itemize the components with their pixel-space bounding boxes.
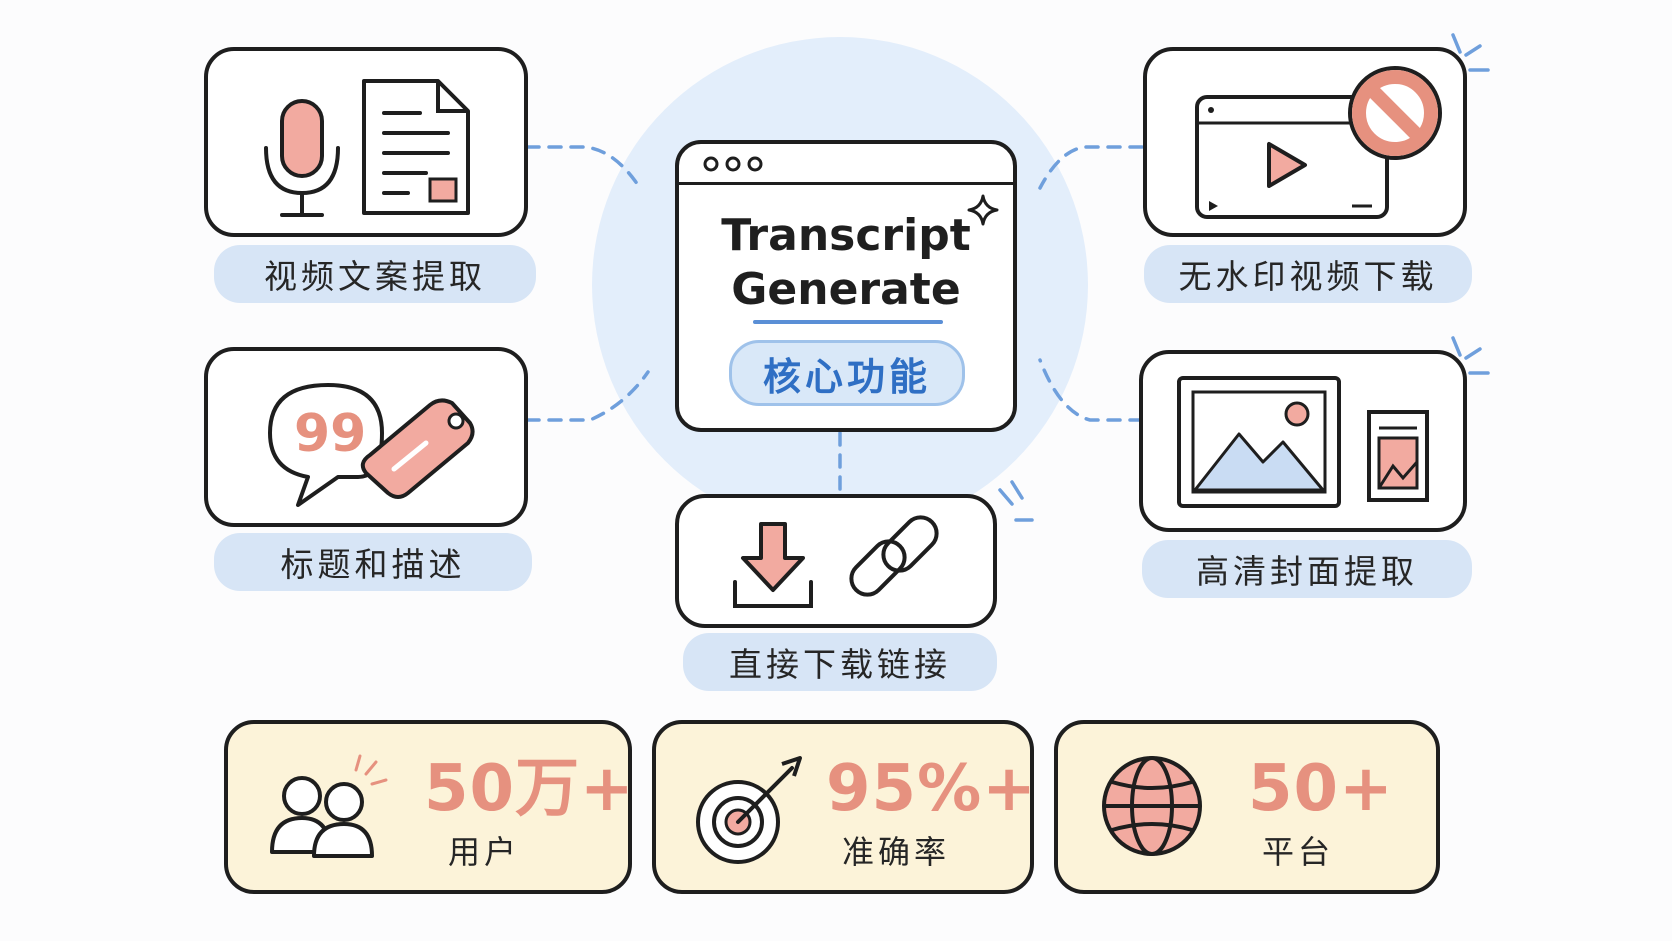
stat-card-platforms: 50+ 平台 bbox=[1054, 720, 1440, 894]
users-icon bbox=[270, 754, 388, 858]
connector-cover bbox=[1038, 358, 1144, 422]
window-title-bar-divider bbox=[679, 182, 1013, 185]
stat-label-accuracy: 准确率 bbox=[841, 833, 950, 871]
center-title-line1: Transcript bbox=[721, 210, 971, 261]
target-icon bbox=[696, 756, 802, 864]
center-title-line2: Generate bbox=[731, 264, 961, 315]
stat-value-platforms: 50+ bbox=[1248, 752, 1394, 826]
stat-value-users: 50万+ bbox=[424, 752, 635, 826]
feature-card-watermark[interactable] bbox=[1143, 47, 1467, 237]
feature-card-download-link[interactable] bbox=[675, 494, 997, 628]
title-underline bbox=[753, 320, 943, 324]
stat-label-users: 用户 bbox=[447, 833, 520, 871]
microphone-document-icon bbox=[264, 79, 470, 217]
feature-label-watermark: 无水印视频下载 bbox=[1144, 245, 1472, 303]
feature-label-cover: 高清封面提取 bbox=[1142, 540, 1472, 598]
feature-label-title-desc: 标题和描述 bbox=[214, 533, 532, 591]
connector-title bbox=[525, 370, 650, 422]
core-function-badge: 核心功能 bbox=[729, 340, 965, 406]
feature-card-cover[interactable] bbox=[1139, 350, 1467, 532]
connector-transcript bbox=[525, 145, 642, 190]
feature-label-transcript: 视频文案提取 bbox=[214, 245, 536, 303]
stat-label-platforms: 平台 bbox=[1261, 833, 1334, 871]
stat-card-users: 50万+ 用户 bbox=[224, 720, 635, 894]
globe-icon bbox=[1102, 756, 1202, 856]
center-app-window[interactable]: Transcript Generate 核心功能 bbox=[675, 140, 1017, 432]
svg-text:99: 99 bbox=[294, 404, 366, 464]
download-link-icon bbox=[733, 515, 939, 608]
video-no-watermark-icon bbox=[1195, 66, 1442, 219]
feature-card-title-desc[interactable]: 99 bbox=[204, 347, 528, 527]
feature-card-transcript[interactable] bbox=[204, 47, 528, 237]
quote-tag-icon: 99 bbox=[268, 383, 475, 507]
connector-watermark bbox=[1038, 145, 1144, 190]
feature-label-download-link: 直接下载链接 bbox=[683, 633, 997, 691]
stat-card-accuracy: 95%+ 准确率 bbox=[652, 720, 1037, 894]
image-cover-icon bbox=[1177, 376, 1429, 508]
sparkle-icon bbox=[967, 194, 999, 226]
stat-value-accuracy: 95%+ bbox=[826, 752, 1037, 826]
window-dots-icon bbox=[703, 156, 763, 172]
